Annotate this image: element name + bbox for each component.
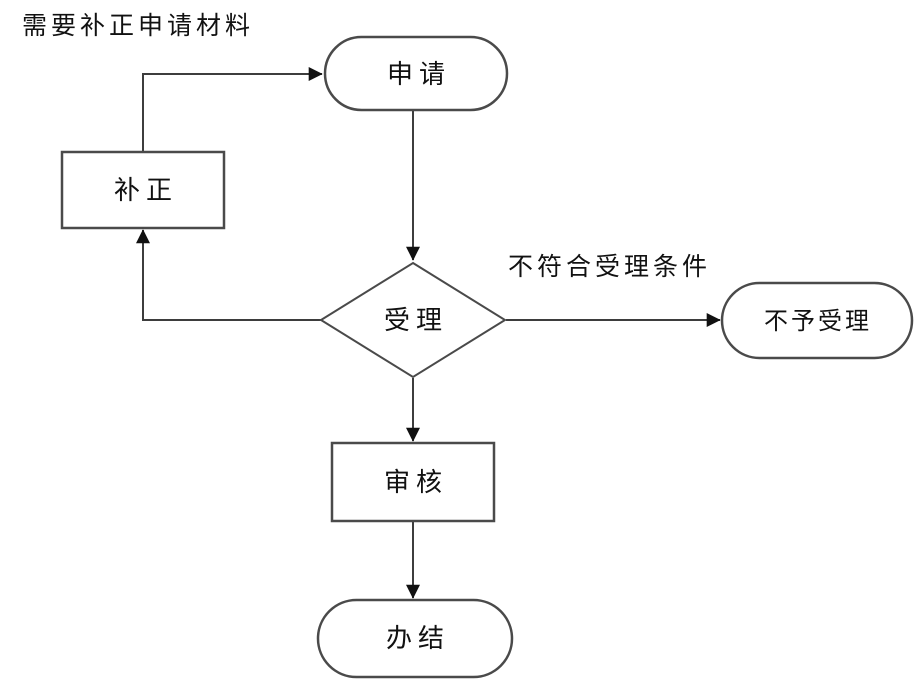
node-supplement-shape: [60, 150, 226, 230]
annotation-supplement-note: 需要补正申请材料: [22, 11, 254, 40]
edge-accept-to-supplement: [136, 229, 321, 321]
node-reject-shape: [720, 281, 914, 360]
node-review-label: 审核: [384, 468, 448, 498]
node-apply-shape: [323, 35, 509, 112]
node-complete-shape: [316, 598, 514, 679]
node-supplement-label: 补正: [114, 176, 178, 206]
node-review-shape: [330, 441, 496, 523]
node-complete-label: 办结: [386, 624, 450, 654]
edge-supplement-to-apply: [142, 67, 323, 151]
node-apply-label: 申请: [387, 60, 451, 90]
node-accept-shape: [319, 261, 507, 379]
node-reject-label: 不予受理: [764, 307, 872, 335]
annotation-reject-condition: 不符合受理条件: [508, 252, 711, 281]
node-accept-label: 受理: [384, 306, 448, 336]
